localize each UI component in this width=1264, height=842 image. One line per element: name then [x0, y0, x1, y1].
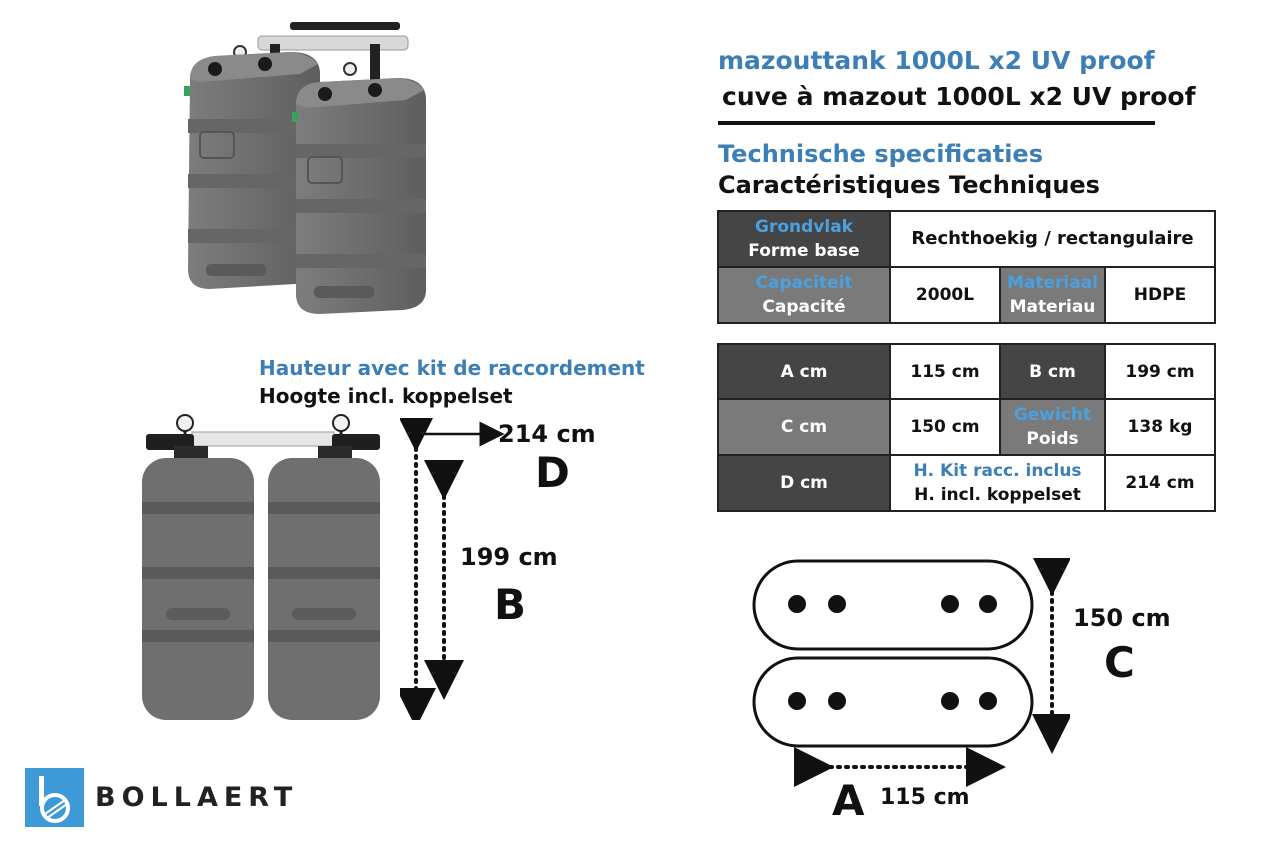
b-dimension-letter: B	[494, 580, 527, 629]
b-dimension-value: 199 cm	[460, 543, 558, 571]
d-dimension-letter: D	[535, 448, 570, 497]
base-value: Rechthoekig / rectangulaire	[888, 210, 1217, 268]
tanks-product-render	[184, 22, 426, 314]
base-label-cell: Grondvlak Forme base	[717, 210, 891, 268]
weight-label-fr: Poids	[1026, 429, 1079, 449]
brand-name: BOLLAERT	[95, 782, 299, 813]
title-underline	[718, 121, 1155, 125]
base-label-fr: Forme base	[748, 241, 860, 261]
b-label: B cm	[999, 343, 1106, 400]
spec-table-base: Grondvlak Forme base Rechthoekig / recta…	[717, 210, 1217, 324]
title-fr: cuve à mazout 1000L x2 UV proof	[722, 82, 1196, 111]
weight-value: 138 kg	[1104, 398, 1216, 456]
a-value: 115 cm	[889, 343, 1001, 400]
material-value: HDPE	[1103, 266, 1217, 324]
capacity-value: 2000L	[889, 266, 1001, 324]
specs-heading-fr: Caractéristiques Techniques	[718, 171, 1100, 199]
weight-label-cell: Gewicht Poids	[999, 398, 1106, 456]
tanks-front-view	[142, 414, 380, 720]
b-value: 199 cm	[1104, 343, 1216, 400]
base-label-nl: Grondvlak	[755, 217, 853, 237]
d-value: 214 cm	[1104, 454, 1216, 512]
tanks-top-view	[752, 558, 1070, 787]
c-dimension-letter: C	[1104, 638, 1135, 687]
bollaert-logo-icon	[25, 768, 84, 827]
material-label-nl: Materiaal	[1006, 273, 1099, 293]
height-heading-nl: Hoogte incl. koppelset	[259, 384, 513, 408]
capacity-label-fr: Capacité	[762, 297, 846, 317]
height-dimension-arrows	[400, 418, 505, 720]
material-label-fr: Materiau	[1009, 297, 1096, 317]
d-dimension-value: 214 cm	[498, 420, 596, 448]
capacity-label-cell: Capaciteit Capacité	[717, 266, 891, 324]
a-dimension-value: 115 cm	[880, 785, 970, 810]
specs-heading-nl: Technische specificaties	[718, 140, 1043, 168]
height-heading-fr: Hauteur avec kit de raccordement	[259, 356, 645, 380]
a-dimension-letter: A	[832, 776, 865, 825]
c-value: 150 cm	[889, 398, 1001, 456]
title-nl: mazouttank 1000L x2 UV proof	[718, 46, 1155, 75]
c-label: C cm	[717, 398, 891, 456]
kit-label-cell: H. Kit racc. inclus H. incl. koppelset	[889, 454, 1106, 512]
capacity-label-nl: Capaciteit	[755, 273, 853, 293]
d-label: D cm	[717, 454, 891, 512]
kit-label-fr: H. Kit racc. inclus	[913, 461, 1082, 481]
spec-table-dimensions: A cm 115 cm B cm 199 cm C cm 150 cm Gewi…	[717, 343, 1216, 512]
material-label-cell: Materiaal Materiau	[999, 266, 1106, 324]
kit-label-nl: H. incl. koppelset	[914, 485, 1081, 505]
weight-label-nl: Gewicht	[1013, 405, 1092, 425]
c-dimension-value: 150 cm	[1073, 604, 1171, 632]
a-label: A cm	[717, 343, 891, 400]
